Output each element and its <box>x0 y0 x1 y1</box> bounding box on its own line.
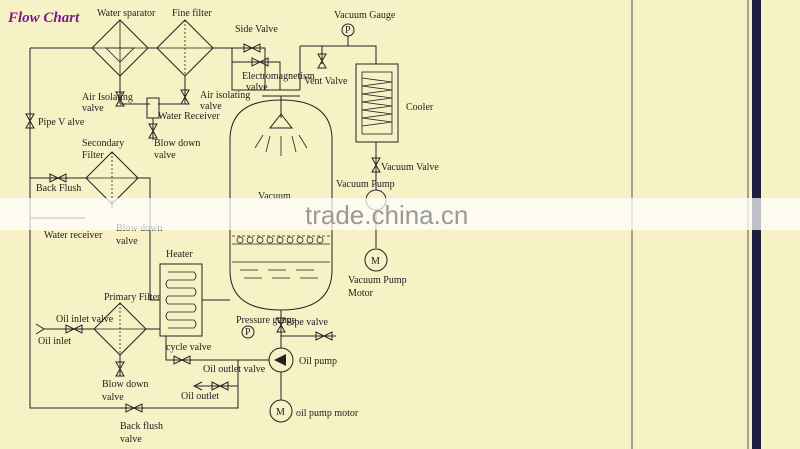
oil-pump-arrow <box>274 354 286 366</box>
back-flush-bottom-valve-icon[interactable] <box>125 403 143 413</box>
label-vent-valve: Vent Valve <box>304 76 348 87</box>
pressure-gauge-icon <box>241 325 255 339</box>
label-blow-down-1b: valve <box>154 150 176 161</box>
blow-down-valve-3-icon[interactable] <box>115 361 125 377</box>
vent-valve-icon[interactable] <box>317 53 327 69</box>
air-isolating-valve-1-icon[interactable] <box>115 91 125 107</box>
watermark-text: trade.china.cn <box>305 200 468 230</box>
label-oil-pump-motor: oil pump motor <box>296 408 359 419</box>
label-back-flush: Back Flush <box>36 183 81 194</box>
pipe-cycle <box>165 336 238 361</box>
label-vacuum-valve: Vacuum Valve <box>381 162 439 173</box>
vacuum-pump-motor-symbol: M <box>371 256 380 267</box>
fine-filter <box>156 19 214 77</box>
pressure-gauge-symbol: P <box>245 327 251 338</box>
label-vacuum-pump: Vacuum Pump <box>336 179 395 190</box>
tank-bubbles <box>236 236 324 244</box>
label-vacuum-tank: Vacuum <box>258 191 291 202</box>
label-air-iso-1a: Air Isolating <box>82 92 133 103</box>
oil-inlet-arrow <box>35 323 45 335</box>
label-air-iso-2a: Air isolating <box>200 90 250 101</box>
pipe-to-heater <box>149 200 160 301</box>
label-back-flush-valve-1: Back flush <box>120 421 163 432</box>
back-flush-valve-icon[interactable] <box>49 173 67 183</box>
label-vacuum-gauge: Vacuum Gauge <box>334 10 396 21</box>
vacuum-gauge-icon <box>341 23 355 37</box>
side-valve-icon[interactable] <box>243 43 261 53</box>
label-oil-outlet-valve: Oil outlet valve <box>203 364 266 375</box>
pipe-electromag <box>232 61 281 90</box>
label-water-separator: Water sparator <box>97 8 156 19</box>
label-air-iso-2b: valve <box>200 101 222 112</box>
label-blow-down-3a: Blow down <box>102 379 148 390</box>
pipe-sec-filter-out <box>136 177 151 200</box>
oil-outlet-arrow <box>192 381 203 391</box>
blow-down-valve-1-icon[interactable] <box>148 123 158 139</box>
pipe-side-valve <box>213 47 266 90</box>
label-electromag-1: Electromagnetism <box>242 71 315 82</box>
label-electromag-2: valve <box>246 82 268 93</box>
label-water-receiver-2: Water receiver <box>44 230 103 241</box>
vacuum-valve-icon[interactable] <box>371 157 381 173</box>
label-vacuum-pump-motor-2: Motor <box>348 288 374 299</box>
cooler <box>355 63 399 143</box>
label-water-receiver: Water Receiver <box>158 111 220 122</box>
watermark-band <box>0 198 800 230</box>
pipe-valve-left-icon[interactable] <box>25 113 35 129</box>
water-separator <box>91 19 149 77</box>
pipe-to-vacuum-gauge <box>300 36 349 47</box>
label-blow-down-3b: valve <box>102 392 124 403</box>
label-cycle-valve: cycle valve <box>166 342 212 353</box>
vacuum-tank <box>229 89 333 311</box>
label-pipe-valve-right: Pipe valve <box>286 317 328 328</box>
label-side-valve: Side Valve <box>235 24 278 35</box>
vacuum-gauge-symbol: P <box>345 25 351 36</box>
label-secondary-filter-2: Filter <box>82 150 104 161</box>
heater <box>159 263 203 337</box>
label-cooler: Cooler <box>406 102 434 113</box>
label-oil-inlet-valve: Oil inlet valve <box>56 314 114 325</box>
label-pressure-gauge: Pressure gauge <box>236 315 297 326</box>
label-blow-down-2b: valve <box>116 236 138 247</box>
label-fine-filter: Fine filter <box>172 8 212 19</box>
oil-pump-motor-symbol: M <box>276 407 285 418</box>
label-pipe-valve-left: Pipe V alve <box>38 117 85 128</box>
label-oil-pump: Oil pump <box>299 356 337 367</box>
cycle-valve-icon[interactable] <box>173 355 191 365</box>
electromagnetism-valve-icon[interactable] <box>251 57 269 67</box>
label-heater: Heater <box>166 249 193 260</box>
oil-pump-motor-icon <box>269 399 293 423</box>
pipe-to-cooler <box>348 45 377 64</box>
primary-filter <box>93 302 147 356</box>
pipe-valve-right-icon[interactable] <box>276 317 286 333</box>
label-primary-filter: Primary Filter <box>104 292 161 303</box>
label-blow-down-1a: Blow down <box>154 138 200 149</box>
label-back-flush-valve-2: valve <box>120 434 142 445</box>
label-oil-inlet: Oil inlet <box>38 336 71 347</box>
oil-outlet-valve-icon[interactable] <box>211 381 229 391</box>
label-vacuum-pump-motor-1: Vacuum Pump <box>348 275 407 286</box>
right-pipe-valve-icon[interactable] <box>315 331 333 341</box>
oil-inlet-valve-icon[interactable] <box>65 324 83 334</box>
label-air-iso-1b: valve <box>82 103 104 114</box>
chart-title: Flow Chart <box>7 10 80 26</box>
vacuum-pump-motor-icon <box>364 248 388 272</box>
label-secondary-filter-1: Secondary <box>82 138 124 149</box>
label-oil-outlet: Oil outlet <box>181 391 219 402</box>
